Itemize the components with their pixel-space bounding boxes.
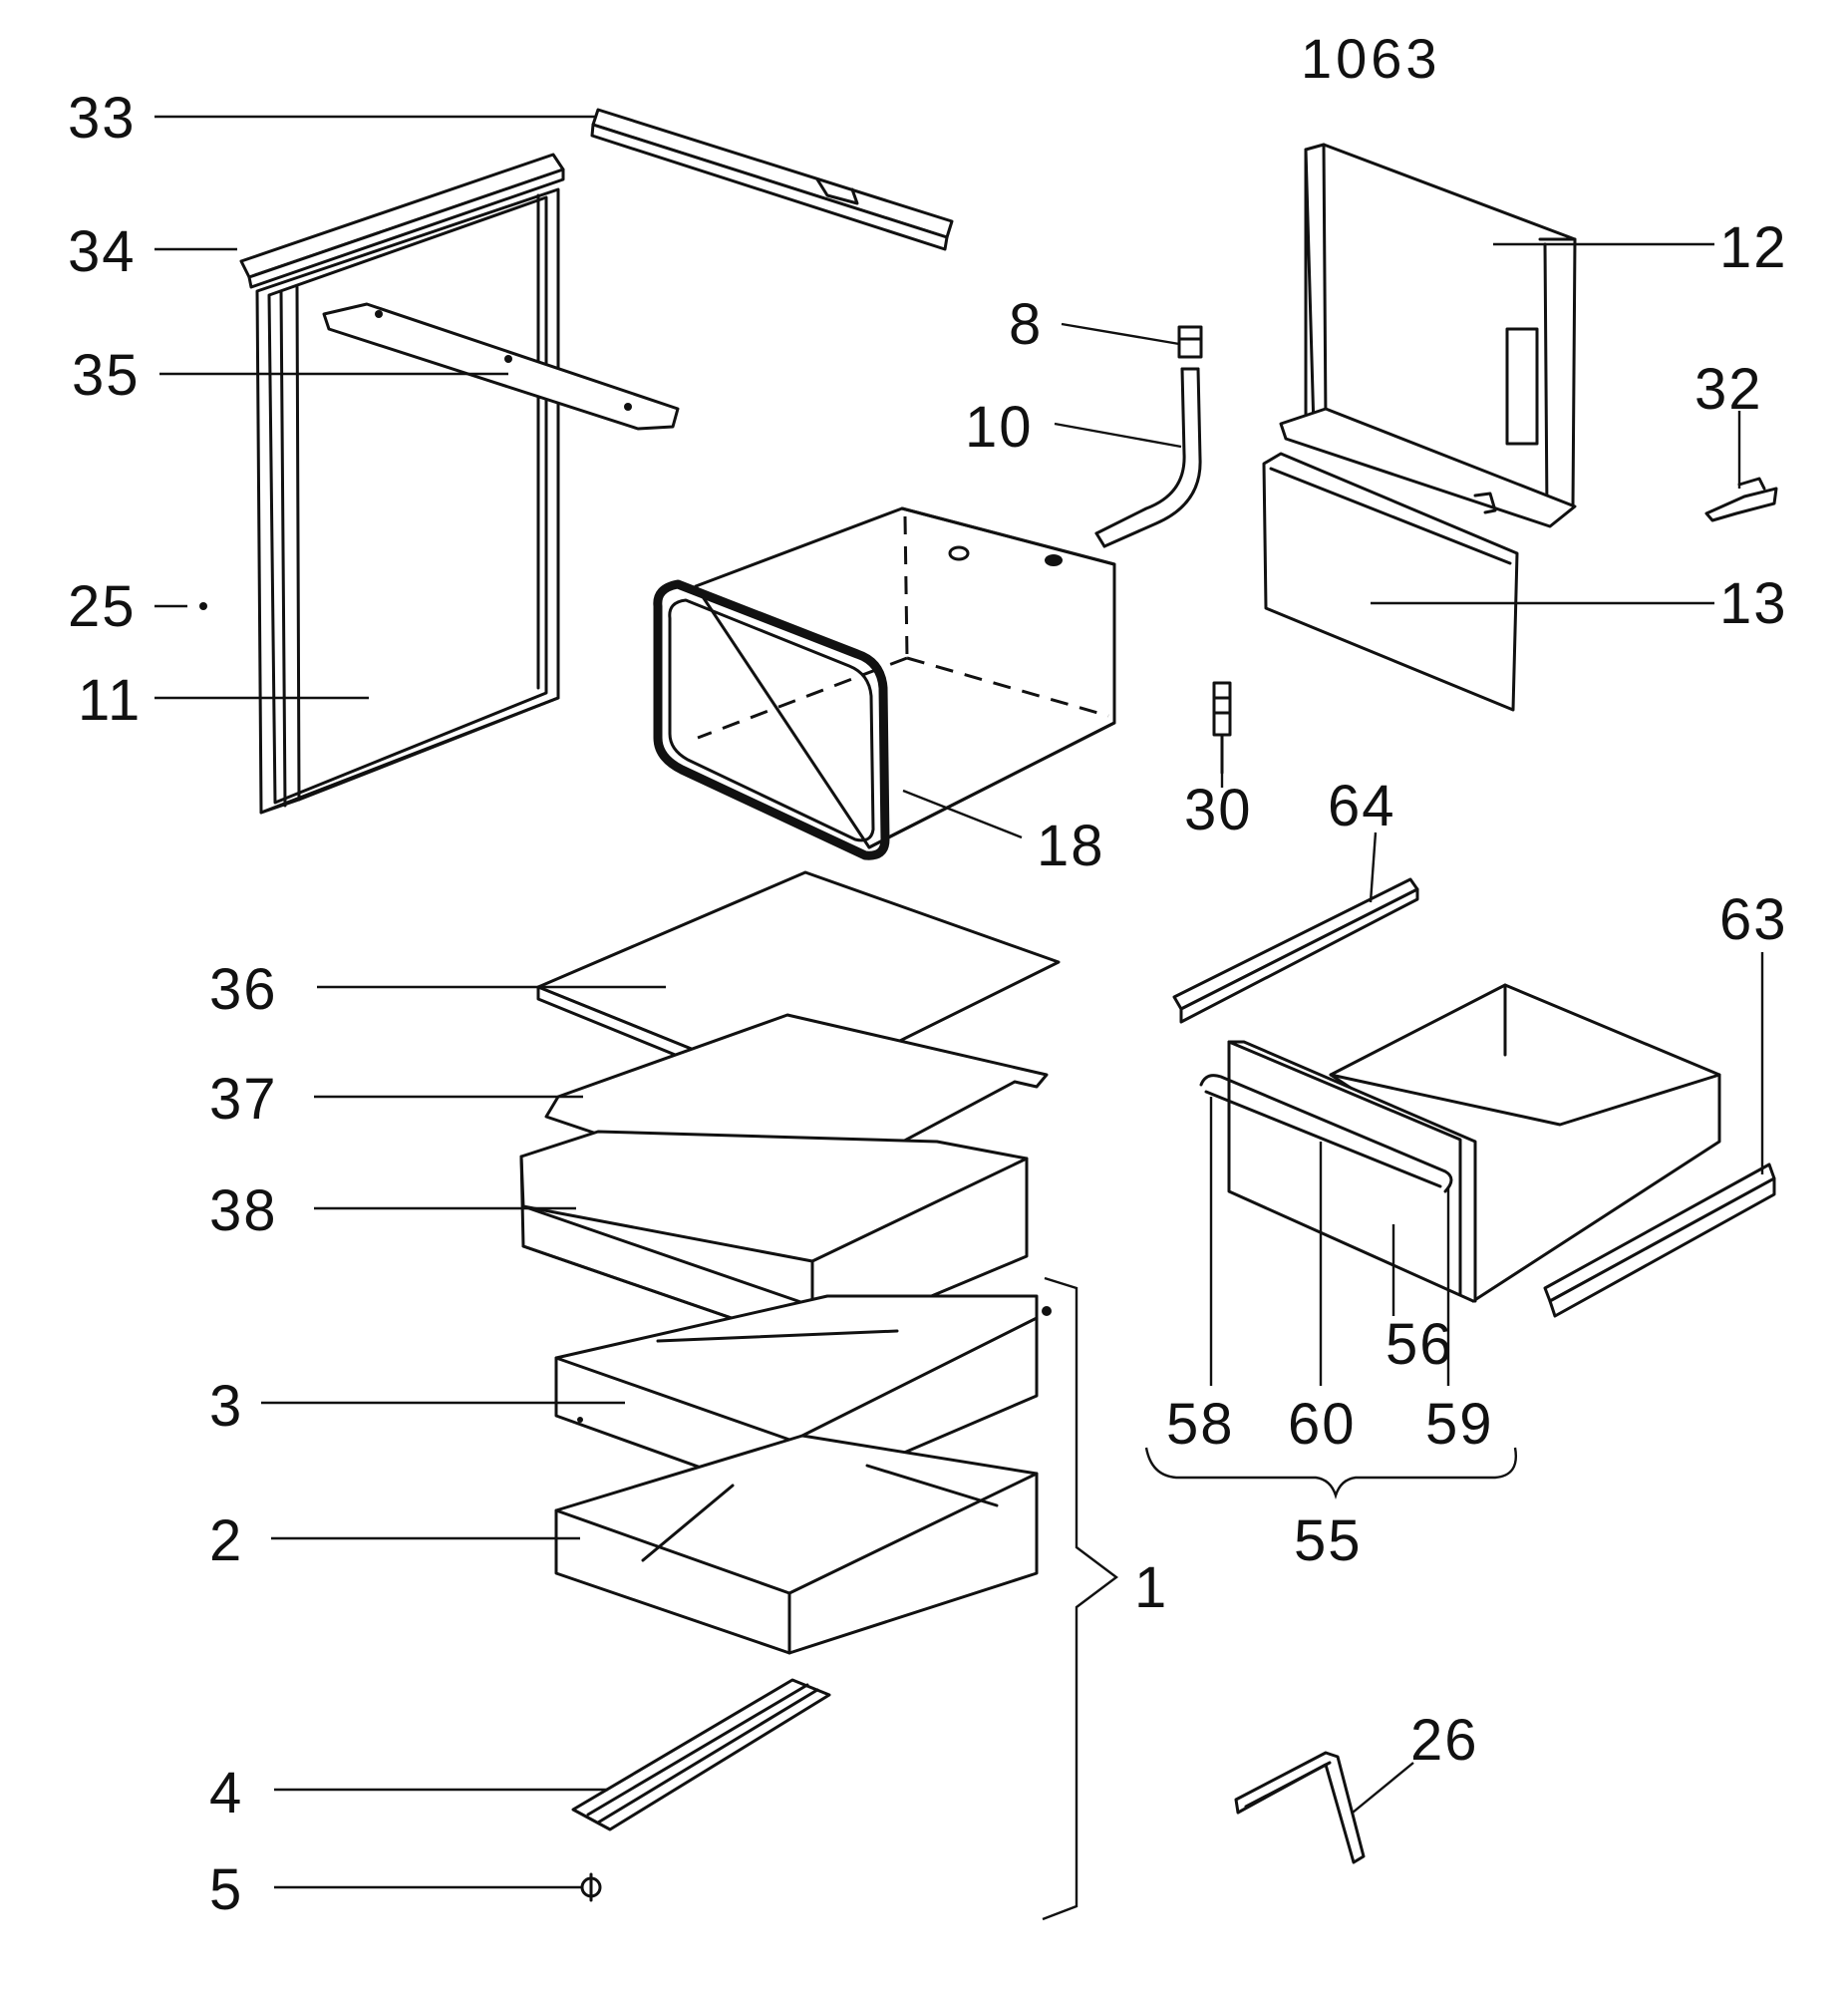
label-55: 55	[1294, 1508, 1363, 1573]
part-2-block	[554, 1434, 1039, 1655]
label-33: 33	[68, 86, 137, 151]
label-5: 5	[209, 1857, 243, 1922]
label-37: 37	[209, 1067, 278, 1132]
part-32-clip	[1704, 477, 1778, 522]
label-18: 18	[1037, 814, 1105, 878]
part-34-door-trim	[239, 153, 565, 289]
part-38-tray	[519, 1130, 1029, 1348]
part-labels: 33 34 35 25 11 8 10 12 32 13 18 30 64 63…	[68, 86, 1788, 1922]
part-13-panel	[1262, 452, 1519, 712]
part-35-bracket	[322, 302, 680, 431]
part-8-cap	[1177, 325, 1203, 359]
label-38: 38	[209, 1178, 278, 1243]
label-11: 11	[78, 668, 142, 733]
part-3-frame	[554, 1294, 1052, 1502]
part-5-screw	[580, 1872, 602, 1902]
label-59: 59	[1425, 1392, 1494, 1457]
part-26-bracket	[1234, 1751, 1366, 1864]
label-26: 26	[1410, 1708, 1479, 1773]
group-brace-55	[1144, 1447, 1517, 1500]
part-63-rail	[1543, 1162, 1776, 1318]
label-13: 13	[1719, 571, 1788, 636]
label-30: 30	[1184, 778, 1253, 842]
leader-lines	[154, 115, 1764, 1889]
label-58: 58	[1166, 1392, 1235, 1457]
label-36: 36	[209, 957, 278, 1022]
part-56-drawer	[1199, 983, 1721, 1303]
label-12: 12	[1719, 215, 1788, 280]
label-60: 60	[1288, 1392, 1357, 1457]
label-3: 3	[209, 1374, 243, 1439]
label-35: 35	[72, 343, 141, 408]
label-64: 64	[1328, 774, 1396, 838]
part-12-back-panel	[1279, 143, 1577, 528]
label-2: 2	[209, 1508, 243, 1573]
part-30-sensor	[1212, 681, 1232, 775]
label-34: 34	[68, 219, 137, 284]
label-4: 4	[209, 1761, 243, 1825]
label-1: 1	[1134, 1555, 1168, 1620]
part-64-rail	[1172, 877, 1419, 1024]
group-bracket-1	[1042, 1276, 1118, 1921]
part-10-tube	[1094, 367, 1202, 548]
diagram-number: 1063	[1301, 27, 1441, 90]
label-63: 63	[1719, 887, 1788, 952]
label-25: 25	[68, 574, 137, 639]
part-18-liner	[653, 506, 1116, 860]
label-8: 8	[1009, 292, 1043, 357]
part-33-top-rail	[590, 108, 954, 251]
label-32: 32	[1694, 357, 1763, 422]
part-4-runner	[571, 1678, 831, 1831]
part-11-door-frame	[255, 187, 560, 815]
label-56: 56	[1386, 1312, 1454, 1377]
label-10: 10	[965, 395, 1034, 460]
